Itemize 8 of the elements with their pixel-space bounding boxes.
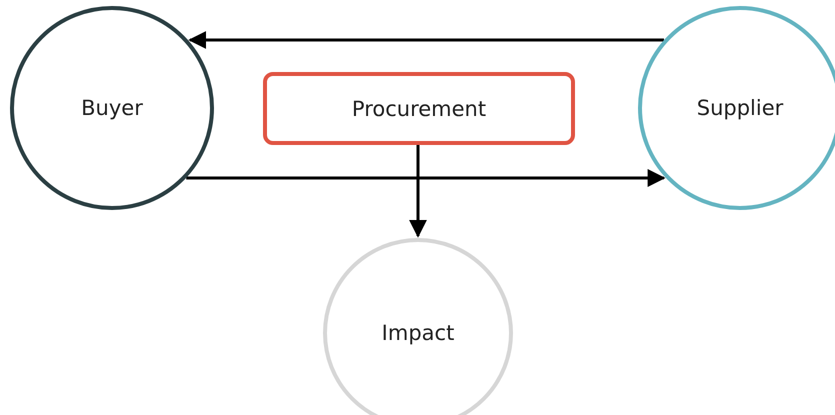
arrow xyxy=(188,31,664,49)
node-label: Procurement xyxy=(352,96,486,120)
arrow xyxy=(186,169,666,187)
arrow xyxy=(409,145,427,238)
process-box xyxy=(263,72,575,145)
node-label: Impact xyxy=(382,321,454,345)
node-label: Buyer xyxy=(81,96,143,120)
node-label: Supplier xyxy=(696,96,784,120)
